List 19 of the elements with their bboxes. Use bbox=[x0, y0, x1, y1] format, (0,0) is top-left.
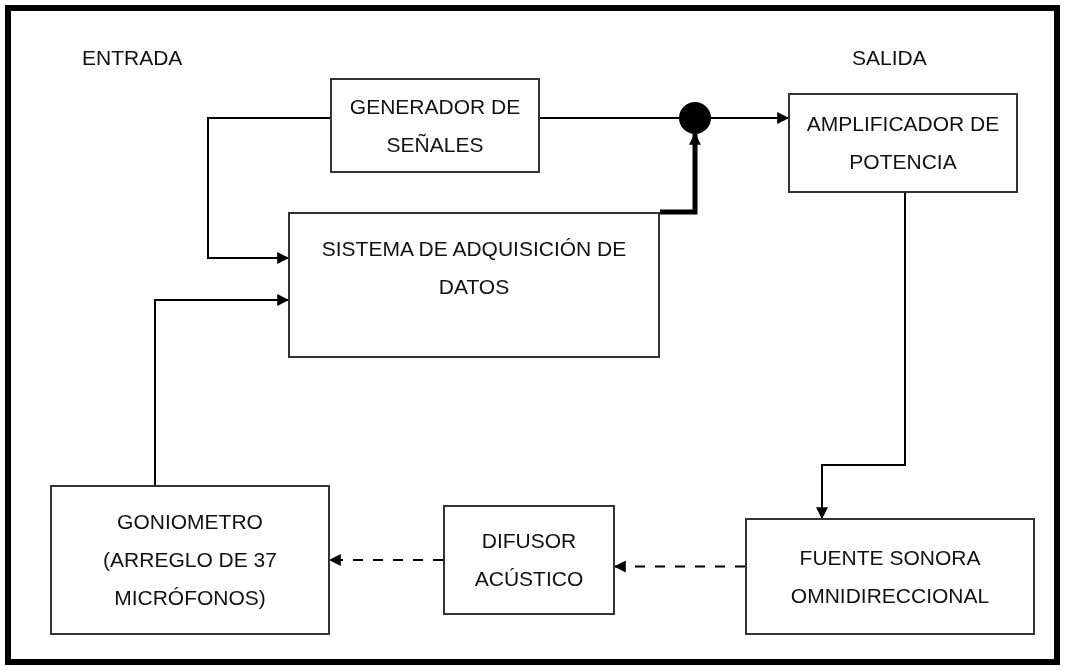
box-label: FUENTE SONORA OMNIDIRECCIONAL bbox=[789, 544, 991, 609]
box-label: GONIOMETRO (ARREGLO DE 37 MICRÓFONOS) bbox=[102, 509, 278, 611]
process-box bbox=[745, 518, 1035, 635]
section-label: ENTRADA bbox=[82, 45, 183, 71]
process-box bbox=[50, 485, 330, 635]
box-label: AMPLIFICADOR DE POTENCIA bbox=[805, 111, 1001, 175]
arrow bbox=[207, 117, 331, 264]
box-label: DIFUSOR ACÚSTICO bbox=[473, 528, 585, 592]
box-label: GENERADOR DE SEÑALES bbox=[348, 93, 522, 158]
section-label: SALIDA bbox=[852, 45, 927, 71]
process-box bbox=[330, 78, 540, 173]
box-label: SISTEMA DE ADQUISICIÓN DE DATOS bbox=[320, 236, 628, 300]
process-box bbox=[288, 212, 660, 358]
arrow bbox=[710, 112, 790, 124]
process-box bbox=[443, 505, 615, 615]
arrow bbox=[816, 192, 906, 520]
arrow bbox=[154, 294, 290, 486]
arrow bbox=[660, 132, 701, 215]
process-box bbox=[788, 93, 1018, 193]
